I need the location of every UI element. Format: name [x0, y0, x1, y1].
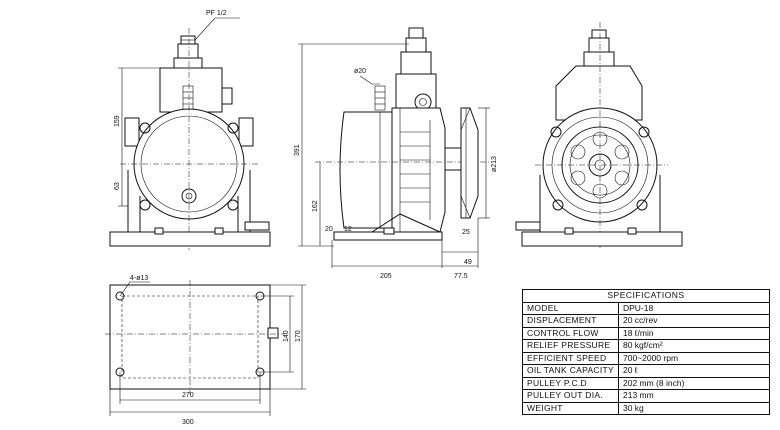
dim-base-270: 270 — [182, 392, 194, 399]
dim-base-140: 140 — [283, 330, 290, 342]
spec-label: RELIEF PRESSURE — [522, 339, 619, 353]
bolt-holes-label: 4-ø13 — [130, 275, 148, 282]
spec-row: DISPLACEMENT 20 cc/rev — [522, 314, 771, 328]
spec-value: 213 mm — [617, 389, 771, 403]
pipe-thread-label: PF 1/2 — [206, 10, 227, 17]
dim-side-205: 205 — [380, 273, 392, 280]
spec-value: 20 cc/rev — [617, 314, 771, 328]
dim-side-49: 49 — [464, 259, 472, 266]
spec-value: 202 mm (8 inch) — [617, 376, 771, 390]
dim-side-20: 20 — [325, 226, 333, 233]
spec-label: OIL TANK CAPACITY — [522, 364, 619, 378]
dim-base-300: 300 — [182, 419, 194, 426]
spec-value: 30 kg — [617, 401, 771, 415]
spec-value: 700~2000 rpm — [617, 351, 771, 365]
dim-side-12: 12 — [344, 226, 352, 233]
spec-value: 80 kgf/cm² — [617, 339, 771, 353]
spec-label: WEIGHT — [522, 401, 619, 415]
spec-value: 18 ℓ/min — [617, 326, 771, 340]
specifications-table: SPECIFICATIONS MODEL DPU-18 DISPLACEMENT… — [522, 289, 771, 415]
dim-side-25: 25 — [462, 229, 470, 236]
spec-row: PULLEY OUT DIA. 213 mm — [522, 389, 771, 403]
spec-value: 20 ℓ — [617, 364, 771, 378]
dim-side-391: 391 — [294, 144, 301, 156]
spec-row: EFFICIENT SPEED 700~2000 rpm — [522, 351, 771, 365]
spec-label: MODEL — [522, 301, 619, 315]
dim-front-159: 159 — [114, 115, 121, 127]
spec-label: PULLEY P.C.D — [522, 376, 619, 390]
shaft-dia-label: ø20 — [354, 68, 366, 75]
dim-base-170: 170 — [295, 330, 302, 342]
spec-label: DISPLACEMENT — [522, 314, 619, 328]
spec-row: OIL TANK CAPACITY 20 ℓ — [522, 364, 771, 378]
spec-title: SPECIFICATIONS — [522, 289, 770, 303]
spec-row: PULLEY P.C.D 202 mm (8 inch) — [522, 376, 771, 390]
dim-side-77-5: 77.5 — [454, 273, 468, 280]
front-view — [109, 17, 271, 250]
rear-view — [515, 22, 683, 250]
base-plan — [105, 280, 306, 416]
spec-label: EFFICIENT SPEED — [522, 351, 619, 365]
spec-row: RELIEF PRESSURE 80 kgf/cm² — [522, 339, 771, 353]
spec-row: CONTROL FLOW 18 ℓ/min — [522, 326, 771, 340]
spec-row: WEIGHT 30 kg — [522, 401, 771, 415]
spec-row: MODEL DPU-18 — [522, 301, 771, 315]
dim-front-63: 63 — [114, 182, 121, 190]
side-view — [298, 27, 492, 268]
spec-label: PULLEY OUT DIA. — [522, 389, 619, 403]
pulley-dia-label: ø213 — [491, 156, 498, 172]
spec-label: CONTROL FLOW — [522, 326, 619, 340]
spec-value: DPU-18 — [617, 301, 771, 315]
dim-side-162: 162 — [312, 200, 319, 212]
spec-header-row: SPECIFICATIONS — [522, 289, 770, 303]
